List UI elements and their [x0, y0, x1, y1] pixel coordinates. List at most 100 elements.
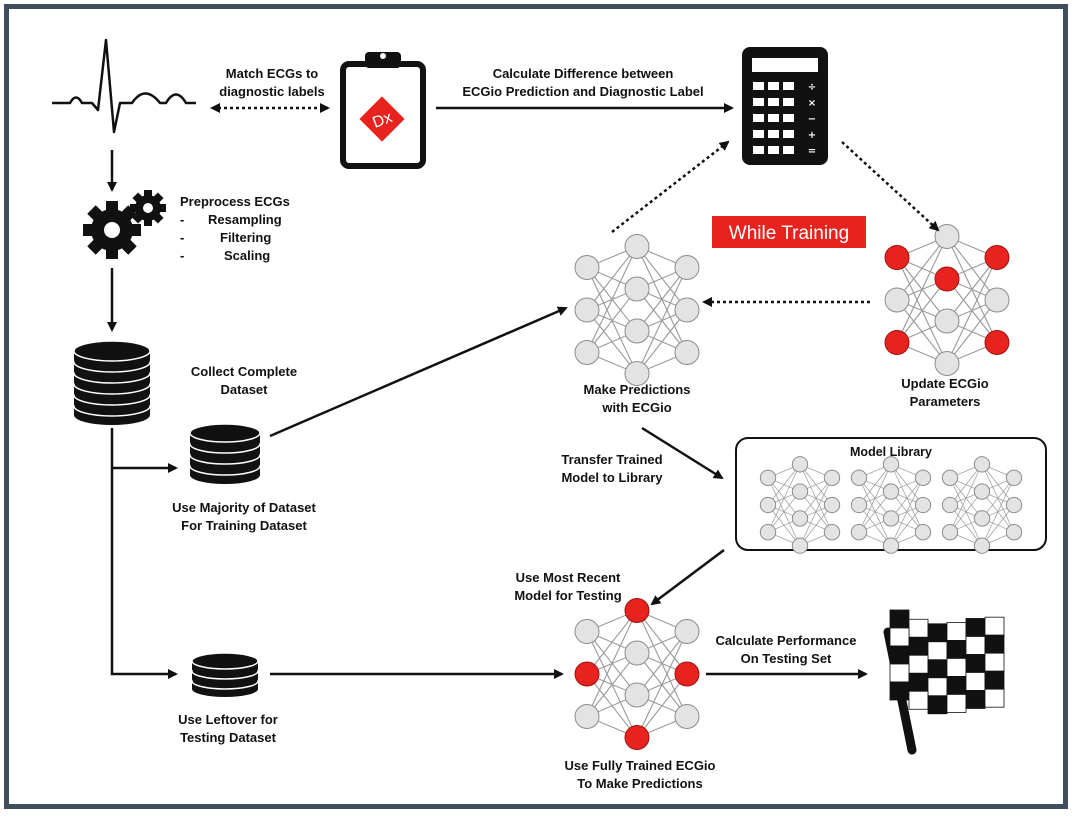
nn-node — [934, 308, 960, 334]
calc-perf-line2: On Testing Set — [741, 651, 832, 666]
nn-node — [624, 276, 650, 302]
ecg-waveform-icon — [52, 38, 196, 134]
flag-square — [908, 672, 929, 692]
nn-node — [973, 483, 991, 500]
flag-square — [946, 658, 967, 677]
flag-square — [908, 618, 929, 638]
nn-node-active — [674, 661, 700, 687]
flag-square — [927, 695, 948, 715]
collect-line2: Dataset — [221, 382, 269, 397]
flag-square — [889, 663, 910, 683]
nn-node — [941, 524, 959, 541]
flag-square — [889, 645, 910, 665]
database-training-icon — [189, 423, 261, 484]
nn-node — [674, 297, 700, 323]
arrow-library-to-final — [650, 549, 725, 606]
nn-node — [574, 619, 600, 644]
library-model-2-icon — [850, 456, 932, 554]
clipboard-dx-icon: Dx — [340, 52, 426, 169]
db-disk-top — [73, 340, 151, 362]
preprocess-step-1: Resampling — [208, 212, 282, 227]
nn-node-active — [624, 598, 650, 623]
flag-square — [908, 654, 929, 674]
majority-line2: For Training Dataset — [181, 518, 307, 533]
dx-badge-text: Dx — [370, 109, 394, 132]
transfer-line1: Transfer Trained — [561, 452, 662, 467]
leftover-line1: Use Leftover for — [178, 712, 278, 727]
calc-diff-line1: Calculate Difference between — [493, 66, 674, 81]
flag-square — [965, 654, 986, 673]
nn-node — [759, 524, 777, 541]
nn-node — [759, 496, 777, 514]
preprocess-bullet-1: - — [180, 212, 184, 227]
calc-equals-symbol: = — [808, 146, 816, 157]
nn-node-active — [984, 330, 1010, 355]
match-label-line2: diagnostic labels — [219, 84, 324, 99]
match-label-line1: Match ECGs to — [226, 66, 319, 81]
fully-trained-line1: Use Fully Trained ECGio — [565, 758, 716, 773]
calc-multiply-symbol: × — [808, 98, 816, 109]
nn-node — [850, 524, 868, 541]
flag-square — [946, 694, 967, 713]
flag-square — [889, 627, 910, 647]
database-testing-icon — [191, 652, 259, 697]
labels: Match ECGs to diagnostic labels Calculat… — [172, 66, 989, 791]
calc-divide-symbol: ÷ — [808, 82, 816, 93]
nn-node-active — [984, 245, 1010, 270]
nn-node — [1005, 524, 1023, 541]
neural-network-update-icon — [884, 224, 1010, 376]
calc-diff-line2: ECGio Prediction and Diagnostic Label — [462, 84, 703, 99]
nn-node — [914, 496, 932, 514]
calculator-icon: ÷ × − + = — [742, 47, 828, 165]
nn-node — [823, 524, 841, 541]
nn-node — [823, 469, 841, 486]
preprocess-step-3: Scaling — [224, 248, 270, 263]
recent-line1: Use Most Recent — [516, 570, 621, 585]
nn-node — [624, 318, 650, 344]
nn-node — [882, 456, 900, 473]
nn-connections — [586, 609, 688, 739]
nn-node — [934, 224, 960, 249]
nn-node — [941, 469, 959, 486]
preprocess-bullet-2: - — [180, 230, 184, 245]
calc-plus-symbol: + — [808, 130, 816, 141]
update-line1: Update ECGio — [901, 376, 988, 391]
nn-node — [574, 704, 600, 729]
preprocess-bullet-3: - — [180, 248, 184, 263]
nn-node — [674, 619, 700, 644]
nn-node — [884, 287, 910, 313]
checkered-flag-icon — [883, 609, 1005, 755]
nn-node — [1005, 469, 1023, 486]
recent-line2: Model for Testing — [514, 588, 621, 603]
nn-node — [574, 297, 600, 323]
library-model-3-icon — [941, 456, 1023, 554]
nn-node — [941, 496, 959, 514]
nn-node — [759, 469, 777, 486]
database-complete-icon — [73, 340, 151, 425]
neural-network-predict-icon — [574, 234, 700, 386]
nn-node-active — [884, 245, 910, 270]
nn-connections — [896, 235, 998, 365]
flag-square — [908, 690, 929, 710]
nn-node — [984, 287, 1010, 313]
nn-node — [624, 682, 650, 708]
nn-node — [850, 496, 868, 514]
flag-square — [984, 652, 1005, 672]
majority-line1: Use Majority of Dataset — [172, 500, 316, 515]
nn-node — [882, 483, 900, 500]
flag-square — [965, 690, 986, 709]
flag-square — [984, 634, 1005, 654]
nn-node — [850, 469, 868, 486]
flag-square — [984, 688, 1005, 708]
flag-square — [927, 659, 948, 679]
while-training-text: While Training — [729, 223, 849, 244]
flag-square — [927, 641, 948, 661]
db-disk-top — [191, 652, 259, 670]
flag-square — [946, 640, 967, 659]
calc-perf-line1: Calculate Performance — [716, 633, 857, 648]
model-library-title: Model Library — [850, 445, 932, 459]
nn-node — [882, 510, 900, 527]
nn-node — [624, 234, 650, 259]
flag-square — [908, 636, 929, 656]
arrow-predict-to-calc — [611, 140, 730, 233]
